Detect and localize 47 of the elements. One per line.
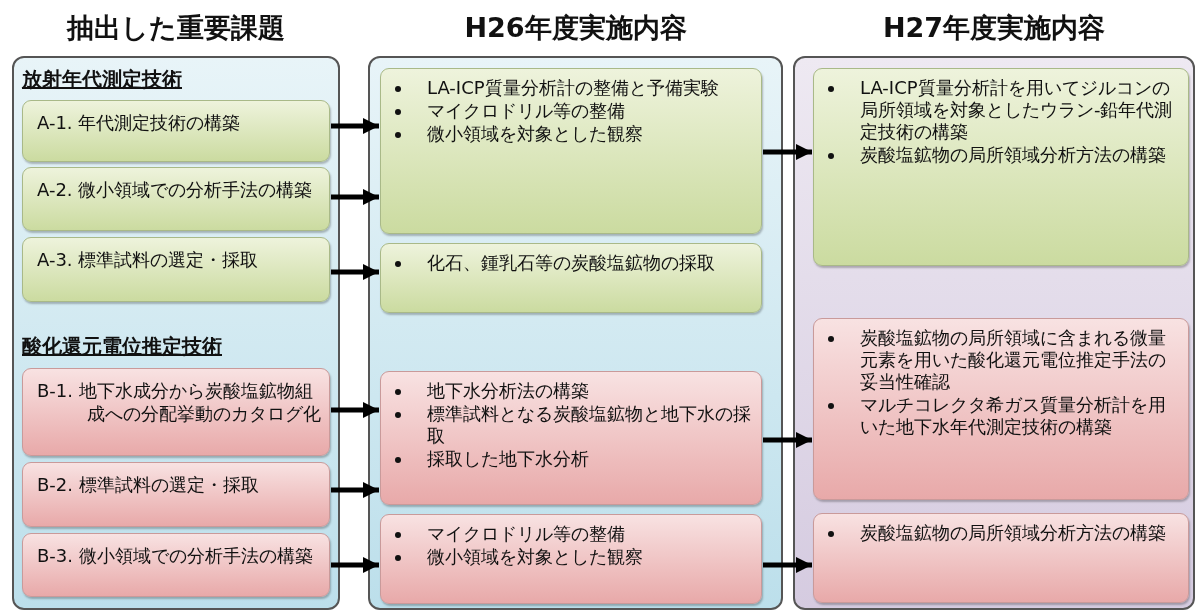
bullet-text: 炭酸塩鉱物の局所領域分析方法の構築: [860, 522, 1167, 544]
bullet-text: 採取した地下水分析: [427, 448, 590, 470]
process-box: [22, 100, 330, 162]
arrow: [331, 118, 379, 134]
bullet-text: 微小領域を対象とした観察: [427, 123, 644, 145]
process-box: [22, 167, 330, 231]
process-box: [22, 368, 330, 456]
column-heading: 抽出した重要課題: [65, 11, 286, 45]
process-box: [380, 68, 762, 234]
item-text: A-1. 年代測定技術の構築: [36, 111, 242, 134]
arrow: [763, 557, 812, 573]
bullet-text: マルチコレクタ希ガス質量分析計を用いた地下水年代測定技術の構築: [860, 394, 1167, 438]
bullet-text: マイクロドリル等の整備: [427, 100, 626, 122]
section-heading: 放射年代測定技術: [22, 66, 182, 93]
process-box: [380, 371, 762, 505]
process-box: [22, 237, 330, 302]
item-text: B-3. 微小領域での分析手法の構築: [36, 544, 314, 567]
arrow: [331, 189, 379, 205]
item-text: B-1. 地下水成分から炭酸塩鉱物組成への分配挙動のカタログ化: [36, 379, 322, 425]
process-box: [380, 243, 762, 313]
process-box: [813, 68, 1189, 266]
bullet-text: 標準試料となる炭酸塩鉱物と地下水の採取: [427, 403, 752, 447]
column-heading: H27年度実施内容: [881, 11, 1107, 45]
item-text: A-3. 標準試料の選定・採取: [36, 248, 260, 271]
bullet-text: LA-ICP質量分析計の整備と予備実験: [427, 77, 720, 99]
bullet-text: 炭酸塩鉱物の局所領域に含まれる微量元素を用いた酸化還元電位推定手法の妥当性確認: [860, 327, 1167, 393]
process-box: [380, 514, 762, 604]
arrow: [331, 402, 379, 418]
bullet-text: 地下水分析法の構築: [427, 380, 590, 402]
process-box: [813, 513, 1189, 603]
arrow: [331, 482, 379, 498]
bullet-text: 微小領域を対象とした観察: [427, 546, 644, 568]
bullet-text: 炭酸塩鉱物の局所領域分析方法の構築: [860, 144, 1167, 166]
bullet-text: 化石、鍾乳石等の炭酸塩鉱物の採取: [427, 252, 716, 274]
bullet-text: マイクロドリル等の整備: [427, 523, 626, 545]
section-heading: 酸化還元電位推定技術: [22, 333, 222, 360]
arrow: [763, 144, 812, 160]
process-box: [22, 462, 330, 527]
process-box: [22, 533, 330, 597]
column-heading: H26年度実施内容: [463, 11, 688, 45]
item-text: A-2. 微小領域での分析手法の構築: [36, 178, 314, 201]
arrow: [763, 432, 812, 448]
bullet-text: LA-ICP質量分析計を用いてジルコンの局所領域を対象としたウラン-鉛年代測定技術の構築: [860, 77, 1174, 143]
item-text: B-2. 標準試料の選定・採取: [36, 473, 260, 496]
arrow: [331, 557, 379, 573]
arrow: [331, 264, 379, 280]
process-box: [813, 318, 1189, 500]
